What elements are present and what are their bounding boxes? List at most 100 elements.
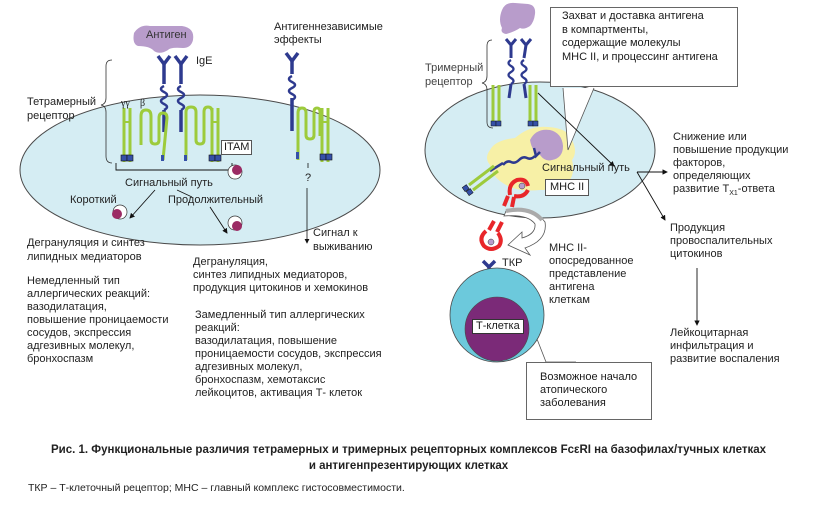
leukocyte-line: Лейкоцитарная [670,327,749,339]
ige-antibody-free [284,51,300,131]
itam-square [208,154,216,162]
immediate-line: аллергических реакций: [27,288,151,300]
beta-label: β [140,98,146,109]
atopic-line: атопического [540,384,608,396]
capture-line: МНС II, и процессинг антигена [562,50,718,63]
leukocyte-line: инфильтрация и [670,340,754,352]
tetrameric-chains-right [184,105,220,162]
signal-path-label-left: Сигнальный путь [125,177,213,189]
figure-caption-line2: и антигенпрезентирующих клетках [308,460,509,472]
t-cell-label: Т-клетка [472,319,524,334]
granule-prolonged [227,215,243,231]
mhc-presentation-line: антигена [549,281,595,293]
itam-square [490,120,497,127]
itam-square [319,153,327,161]
mhc-presentation-line: опосредованное [549,255,634,267]
trimeric-brace [481,39,494,129]
prolonged-label: Продолжительный [168,194,264,206]
proinflammatory-line: Продукция [670,222,726,234]
th1-suffix: -ответа [737,183,775,195]
trimeric-chains-free [296,106,330,162]
immediate-line: вазодилатация, [27,301,107,313]
delayed-line: лейкоцитов, активация Т- клеток [195,387,363,399]
immediate-line: адгезивных молекул, [27,340,135,352]
th1-subscript: Х1 [729,190,738,198]
independent-effects-label-1: Антигеннезависимые [274,21,383,33]
mhc-presentation-line: представление [549,268,627,280]
itam-box: ITAM [221,140,253,155]
th1-line: Снижение или [673,131,747,143]
degranulation-long-text: Дегрануляция, синтез липидных медиаторов… [193,256,368,295]
itam-square [126,154,134,162]
itam-square [532,120,539,127]
capture-callout-box: Захват и доставка антигена в компартмент… [550,7,738,87]
th1-line: определяющих [673,170,751,182]
delayed-line: бронхоспазм, хемотаксис [195,374,326,386]
itam-square [461,184,470,192]
antigen-label-left: Антиген [146,29,187,41]
beta-tail [161,155,164,161]
th1-effects-text: Снижение или повышение продукции факторо… [673,131,788,200]
antigen-shape-right [500,2,536,34]
internalized-green-chain [468,164,499,192]
tcr-label: ТКР [502,257,523,269]
tetrameric-label-1: Тетрамерный [27,96,97,108]
signal-path-label-right: Сигнальный путь [542,162,630,174]
th1-line: факторов, [673,157,726,169]
th1-line: развитие ТХ1-ответа [673,183,788,200]
trimeric-ige-2 [519,38,533,99]
degranulation-long-line: продукция цитокинов и хемокинов [193,282,369,294]
capture-line: содержащие молекулы [562,37,681,49]
arrow-receptor-to-signal [537,92,615,167]
tetrameric-brace [100,59,113,164]
arrow-short [129,189,156,219]
itam-square [214,154,222,162]
gamma-gamma-label: γγ [121,98,130,109]
itam-square [120,154,128,162]
itam-square [527,120,534,127]
membrane-sliver [505,207,544,222]
degranulation-short-1: Дегрануляция и синтез [27,237,145,249]
granule-short [112,204,128,220]
mhc2-molecule-cell [502,177,530,208]
capture-callout-pointer [562,87,595,151]
delayed-line: вазодилатация, повышение [195,335,338,347]
atopic-callout-box: Возможное начало атопического заболевани… [526,362,652,420]
immediate-line: бронхоспазм [27,353,94,365]
trimeric-ige-1 [504,38,518,99]
delayed-line: Замедленный тип аллергических [195,309,365,321]
antigen-shape-left [133,25,194,53]
question-label: ? [305,172,312,184]
mhc-presentation-line: клеткам [549,294,590,306]
tetrameric-chains-left [122,108,169,162]
immediate-reaction-text: Немедленный тип аллергических реакций: в… [27,275,168,366]
delayed-line: адгезивных молекул, [195,361,303,373]
itam-square [465,188,474,196]
proinflammatory-line: цитокинов [670,248,723,260]
degranulation-long-line: синтез липидных медиаторов, [193,269,348,281]
degranulation-long-line: Дегрануляция, [193,256,268,268]
leukocyte-line: развитие воспаления [670,353,780,365]
mhc-presentation-text: МНС II- опосредованное представление ант… [549,242,633,307]
atopic-line: Возможное начало [540,371,638,383]
proinflammatory-line: провоспалительных [670,235,773,247]
figure-caption-line1: Рис. 1. Функциональные различия тетрамер… [50,444,767,456]
capture-line: в компартменты, [562,23,649,36]
trimeric-label-2: рецептор [425,76,473,88]
delayed-line: проницаемости сосудов, экспрессия [195,348,382,360]
mhc2-molecule-presented [479,220,504,251]
tetrameric-label-2: рецептор [27,110,75,122]
leukocyte-text: Лейкоцитарная инфильтрация и развитие во… [670,327,780,366]
immediate-line: Немедленный тип [27,275,120,287]
granule-itam [227,164,243,180]
internalized-ige [489,147,541,173]
atopic-callout-pointer [536,338,576,363]
independent-effects-label-2: эффекты [274,34,322,46]
ige-label: IgE [196,55,213,67]
ige-antibody-2 [173,54,189,132]
delayed-reaction-text: Замедленный тип аллергических реакций: в… [195,309,382,400]
capture-line: Захват и доставка антигена [562,10,704,22]
figure-footnote: ТКР – Т-клеточный рецептор; МНС – главны… [28,482,405,494]
short-label: Короткий [70,194,117,206]
